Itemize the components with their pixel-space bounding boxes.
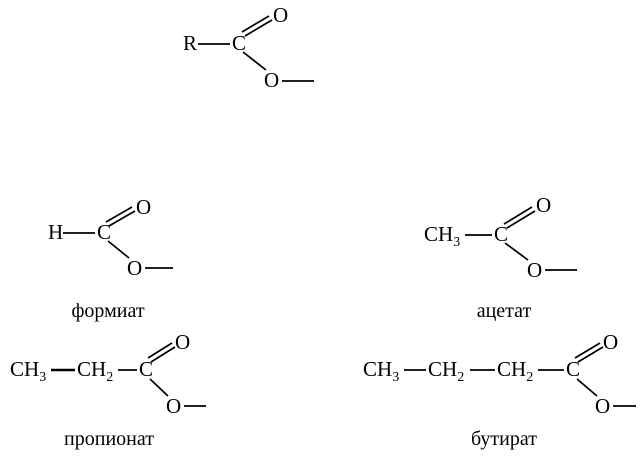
ch2-main: CH [428, 357, 457, 381]
carbonyl-double-bond-1 [150, 346, 176, 363]
propionate-structure: CH3 CH2 C O O пропионат [10, 330, 206, 450]
carbonyl-carbon-label: C [566, 357, 580, 381]
ester-oxygen-label: O [527, 258, 542, 282]
general-ester-structure: R C O O [183, 3, 314, 92]
ch3-subscript: 3 [39, 370, 46, 385]
ester-oxygen-label: O [166, 394, 181, 418]
butyrate-name: бутират [471, 428, 537, 450]
ch2-group-label-2: CH2 [497, 357, 533, 385]
carbonyl-double-bond-2 [105, 206, 133, 223]
r-atom-label: R [183, 31, 197, 55]
c-o-single-bond [504, 242, 529, 261]
ch2-group-label: CH2 [77, 357, 113, 385]
carbonyl-oxygen-label: O [603, 330, 618, 354]
ch3-main: CH [363, 357, 392, 381]
ch2-subscript: 2 [457, 370, 464, 385]
ester-oxygen-label: O [264, 68, 279, 92]
c-o-single-bond [107, 240, 130, 259]
ch3-group-label: CH3 [424, 222, 460, 250]
ester-oxygen-label: O [127, 256, 142, 280]
ch2-group-label-1: CH2 [428, 357, 464, 385]
acetate-name: ацетат [477, 300, 532, 322]
carbonyl-oxygen-label: O [175, 330, 190, 354]
carbonyl-double-bond-1 [506, 210, 536, 229]
formate-structure: H C O O формиат [48, 195, 173, 322]
carbonyl-carbon-label: C [232, 31, 246, 55]
ester-oxygen-label: O [595, 394, 610, 418]
carbonyl-oxygen-label: O [136, 195, 151, 219]
carbonyl-double-bond-2 [503, 206, 533, 225]
formate-name: формиат [71, 300, 144, 322]
carbonyl-double-bond-1 [108, 210, 136, 227]
carbonyl-carbon-label: C [494, 222, 508, 246]
propionate-name: пропионат [64, 428, 154, 450]
carbonyl-oxygen-label: O [536, 193, 551, 217]
acetate-structure: CH3 C O O ацетат [424, 193, 577, 322]
carbonyl-double-bond-2 [147, 342, 173, 359]
ch3-group-label: CH3 [10, 357, 46, 385]
ch3-subscript: 3 [453, 235, 460, 250]
ch2-subscript: 2 [526, 370, 533, 385]
carbonyl-carbon-label: C [97, 220, 111, 244]
ch3-group-label: CH3 [363, 357, 399, 385]
carbonyl-oxygen-label: O [273, 3, 288, 27]
c-o-single-bond [242, 51, 267, 71]
carbonyl-double-bond-1 [577, 346, 604, 363]
carbonyl-double-bond-2 [574, 342, 601, 359]
carbonyl-double-bond-1 [244, 19, 273, 37]
ch3-main: CH [10, 357, 39, 381]
h-atom-label: H [48, 220, 63, 244]
ch3-subscript: 3 [392, 370, 399, 385]
ch2-main: CH [77, 357, 106, 381]
butyrate-structure: CH3 CH2 CH2 C O O бутират [363, 330, 636, 450]
carbonyl-double-bond-2 [241, 15, 270, 33]
carbonyl-carbon-label: C [139, 357, 153, 381]
ch2-main: CH [497, 357, 526, 381]
c-o-single-bond [149, 378, 169, 397]
ch3-main: CH [424, 222, 453, 246]
ch2-subscript: 2 [106, 370, 113, 385]
c-o-single-bond [576, 378, 598, 397]
